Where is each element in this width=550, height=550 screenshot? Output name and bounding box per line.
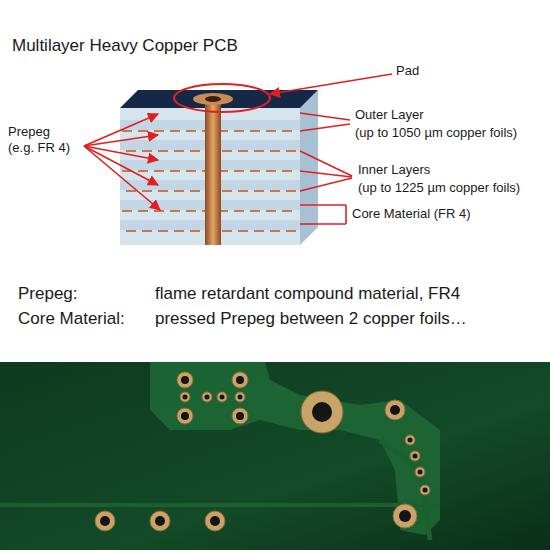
diagram-title: Multilayer Heavy Copper PCB <box>12 36 238 56</box>
definition-term: Prepeg: <box>18 284 78 304</box>
callout-note: (up to 1225 µm copper foils) <box>358 181 520 196</box>
callout-label: Prepeg <box>8 125 50 140</box>
callout-label: Pad <box>396 64 419 79</box>
via-hole <box>205 96 221 102</box>
definition-term: Core Material: <box>18 309 125 329</box>
definition-text: pressed Prepeg between 2 copper foils… <box>155 309 467 329</box>
via-pad <box>193 93 233 105</box>
callout-label: Core Material (FR 4) <box>352 207 470 222</box>
definition-text: flame retardant compound material, FR4 <box>155 284 460 304</box>
callout-note: (up to 1050 µm copper foils) <box>355 126 517 141</box>
pcb-photo <box>0 362 550 550</box>
callout-label: Inner Layers <box>358 163 430 178</box>
callout-label: Outer Layer <box>355 108 424 123</box>
via-barrel <box>205 100 221 245</box>
pad-highlight <box>174 84 270 112</box>
leader-lines <box>84 74 392 224</box>
callout-label: (e.g. FR 4) <box>8 141 70 156</box>
